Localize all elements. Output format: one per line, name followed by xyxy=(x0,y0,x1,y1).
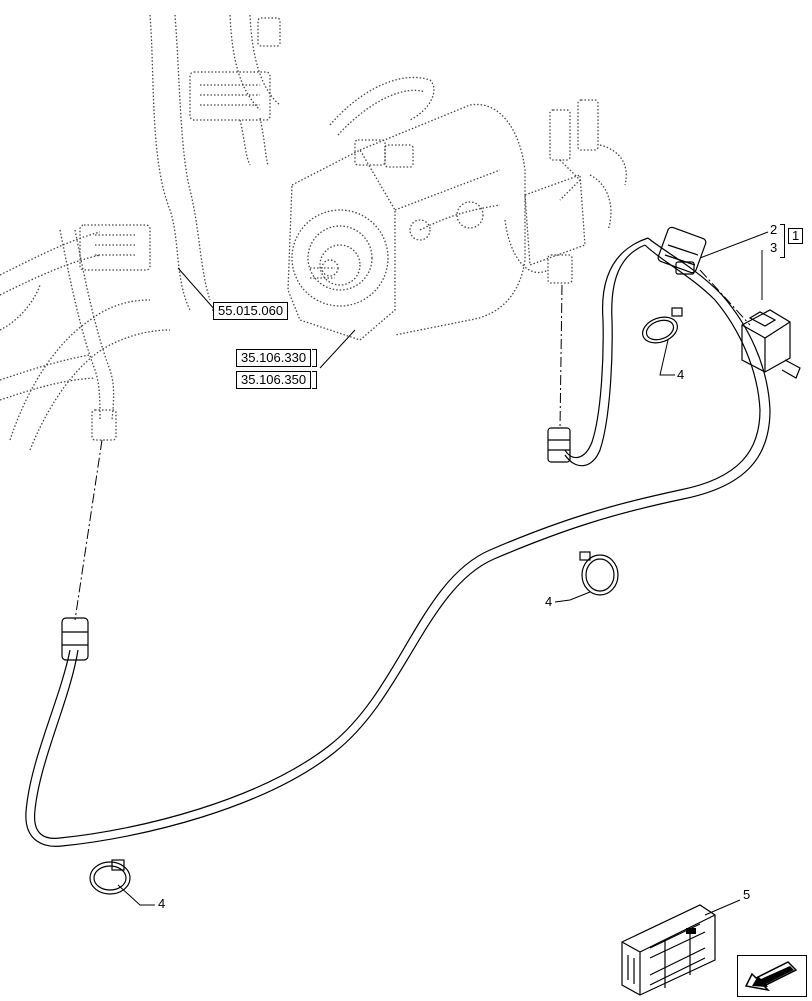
cable-tie-lower xyxy=(89,859,131,895)
relay xyxy=(741,309,801,379)
callout-item-5: 5 xyxy=(743,887,751,902)
ref-harness-55-015-060[interactable]: 55.015.060 xyxy=(213,302,289,320)
callout-item-2: 2 xyxy=(770,222,778,237)
navigate-previous-button[interactable] xyxy=(737,955,807,997)
existing-harness xyxy=(0,14,281,451)
cable-tie-middle xyxy=(579,551,619,596)
callout-item-3: 3 xyxy=(770,240,778,255)
ref-pump-35-106-330[interactable]: 35.106.330 xyxy=(236,349,318,367)
arrow-left-down-icon xyxy=(744,961,798,992)
harness-connector-pump xyxy=(547,427,571,463)
ref-pump-35-106-350[interactable]: 35.106.350 xyxy=(236,371,318,389)
cable-tie-upper xyxy=(641,307,683,344)
callout-bracket xyxy=(780,224,785,258)
callout-item-1[interactable]: 1 xyxy=(788,228,804,244)
harness-connector-relay xyxy=(657,226,707,275)
parts-kit-crate-icon xyxy=(621,904,716,996)
harness-connector-left xyxy=(61,617,89,661)
new-harness-cable xyxy=(25,226,801,847)
callout-item-4-upper: 4 xyxy=(677,367,685,382)
callout-item-4-middle: 4 xyxy=(545,594,553,609)
hydraulic-pump xyxy=(287,76,627,341)
callout-item-4-lower: 4 xyxy=(158,896,166,911)
